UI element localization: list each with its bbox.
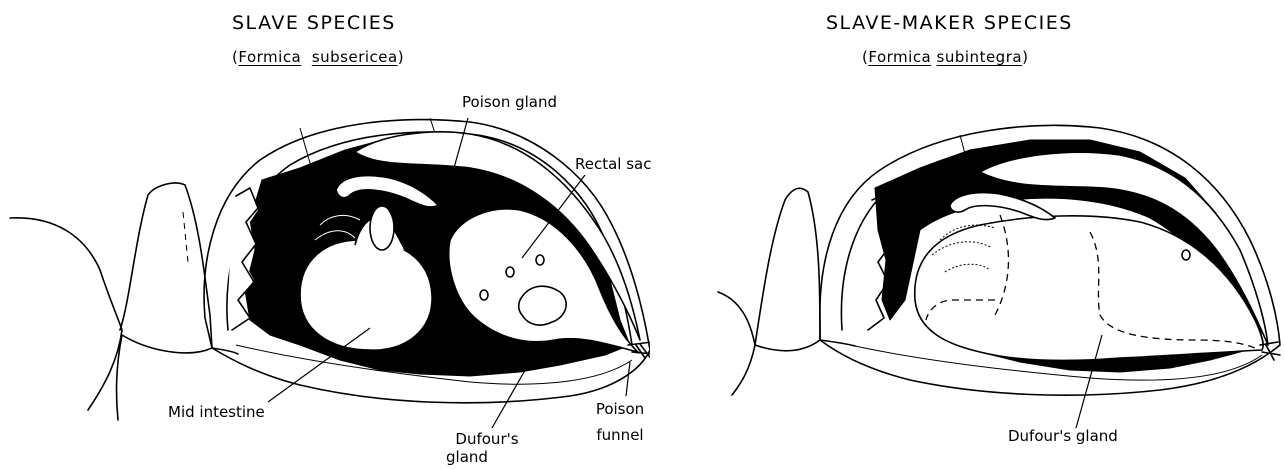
slave-species-panel: SLAVE SPECIES (Formica subsericea) Poiso… (0, 0, 650, 469)
slave-maker-species-panel: SLAVE-MAKER SPECIES (Formica subintegra)… (650, 0, 1285, 469)
dufours-gland (519, 286, 566, 325)
petiole-outline (755, 188, 820, 350)
genus-name: Formica (868, 48, 931, 66)
genus-name: Formica (238, 48, 301, 66)
label-poison-funnel-line2: funnel (585, 426, 655, 444)
rectal-papilla (1182, 250, 1190, 260)
label-dufours-line1: Dufour's (442, 430, 532, 448)
label-dufours-line2: gland (442, 448, 532, 466)
species-name: subintegra (937, 48, 1023, 66)
slave-maker-species-subtitle: (Formica subintegra) (862, 48, 1028, 66)
subtitle-close-paren: ) (398, 48, 404, 66)
slave-maker-species-title: SLAVE-MAKER SPECIES (826, 12, 1073, 34)
label-poison-funnel: Poison funnel (585, 400, 655, 444)
label-rectal-sac: Rectal sac (575, 155, 652, 173)
label-mid-intestine: Mid intestine (168, 403, 265, 421)
rectal-papilla-2 (506, 267, 514, 277)
mid-intestine (300, 240, 432, 350)
proventriculus (370, 206, 394, 250)
petiole-dashed-line (183, 212, 188, 262)
label-poison-funnel-line1: Poison (585, 400, 655, 418)
slave-species-subtitle: (Formica subsericea) (232, 48, 404, 66)
slave-species-gaster-diagram (0, 0, 650, 469)
rectal-papilla-1 (480, 290, 488, 300)
petiole-outline (120, 183, 212, 353)
slave-species-title: SLAVE SPECIES (232, 12, 396, 34)
label-dufours-gland: Dufour's gland (1008, 427, 1118, 445)
slave-maker-gaster-diagram (650, 0, 1285, 469)
thorax-outline (718, 292, 755, 395)
label-dufours-gland: Dufour's gland (442, 430, 532, 466)
rectal-papilla-3 (536, 255, 544, 265)
subtitle-close-paren: ) (1022, 48, 1028, 66)
thorax-outline (10, 218, 122, 410)
label-poison-gland: Poison gland (462, 93, 557, 111)
leader-dufours-gland (492, 365, 528, 428)
species-name: subsericea (312, 48, 398, 66)
leader-poison-funnel (626, 362, 630, 396)
